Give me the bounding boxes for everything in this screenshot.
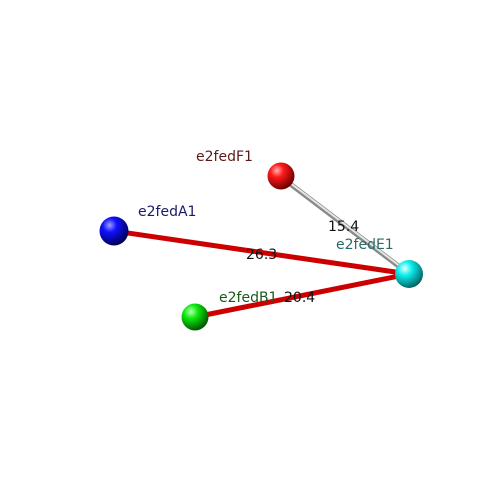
atom-b1 bbox=[181, 303, 209, 331]
atom-a1-label: e2fedA1 bbox=[138, 204, 196, 220]
bond-f1-e1 bbox=[278, 174, 412, 277]
atom-e1-label: e2fedE1 bbox=[336, 237, 394, 253]
atom-b1-label: e2fedB1 bbox=[219, 290, 277, 306]
atom-e1 bbox=[395, 260, 423, 288]
bond-f1-e1-distance-label: 15.4 bbox=[328, 219, 359, 235]
atom-f1-label: e2fedF1 bbox=[196, 149, 253, 165]
atom-a1 bbox=[99, 216, 129, 246]
bond-b1-e1 bbox=[192, 271, 412, 320]
atom-f1 bbox=[267, 162, 295, 190]
bond-a1-e1 bbox=[111, 228, 412, 277]
bond-a1-e1-distance-label: 26.3 bbox=[246, 247, 277, 263]
bond-b1-e1-distance-label: 20.4 bbox=[284, 290, 315, 306]
